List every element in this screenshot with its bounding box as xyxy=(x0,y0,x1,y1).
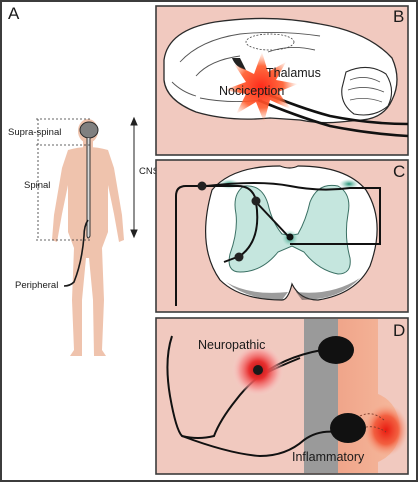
supra-spinal-label: Supra-spinal xyxy=(8,127,61,138)
nociception-burst xyxy=(224,52,298,122)
thalamus-label: Thalamus xyxy=(266,66,321,80)
afferent-terminal xyxy=(197,181,207,191)
panel-a: A Supra-spinal Spinal Peripheral xyxy=(8,4,159,356)
peripheral-nerve xyxy=(63,219,89,287)
projection-neuron xyxy=(234,252,244,262)
nociception-label: Nociception xyxy=(219,84,284,98)
panel-a-letter: A xyxy=(8,4,20,23)
spinal-cord xyxy=(86,138,91,239)
panel-d-letter: D xyxy=(393,321,405,340)
panel-c: C xyxy=(155,159,409,313)
cns-range-arrow xyxy=(130,116,138,239)
cerebellum xyxy=(341,66,393,116)
spinal-label: Spinal xyxy=(24,180,50,191)
panel-b-letter: B xyxy=(393,7,404,26)
neuropathic-label: Neuropathic xyxy=(198,338,265,352)
brain-folds xyxy=(171,31,321,103)
hippocampus xyxy=(245,33,295,51)
peripheral-label: Peripheral xyxy=(15,280,58,291)
neuropathic-terminal xyxy=(318,336,354,364)
panel-c-letter: C xyxy=(393,162,405,181)
interneuron xyxy=(251,196,261,206)
inflammatory-site xyxy=(364,404,408,456)
inflammatory-terminal xyxy=(330,413,366,443)
supraspinal-brain xyxy=(79,121,99,139)
level-markers xyxy=(36,118,90,241)
inflammatory-label: Inflammatory xyxy=(292,450,365,464)
cns-label: CNS xyxy=(139,166,159,177)
panel-d: D Neuropathic Inflammatory xyxy=(155,317,409,475)
panel-b: B Thalamus Nociception xyxy=(155,5,409,156)
